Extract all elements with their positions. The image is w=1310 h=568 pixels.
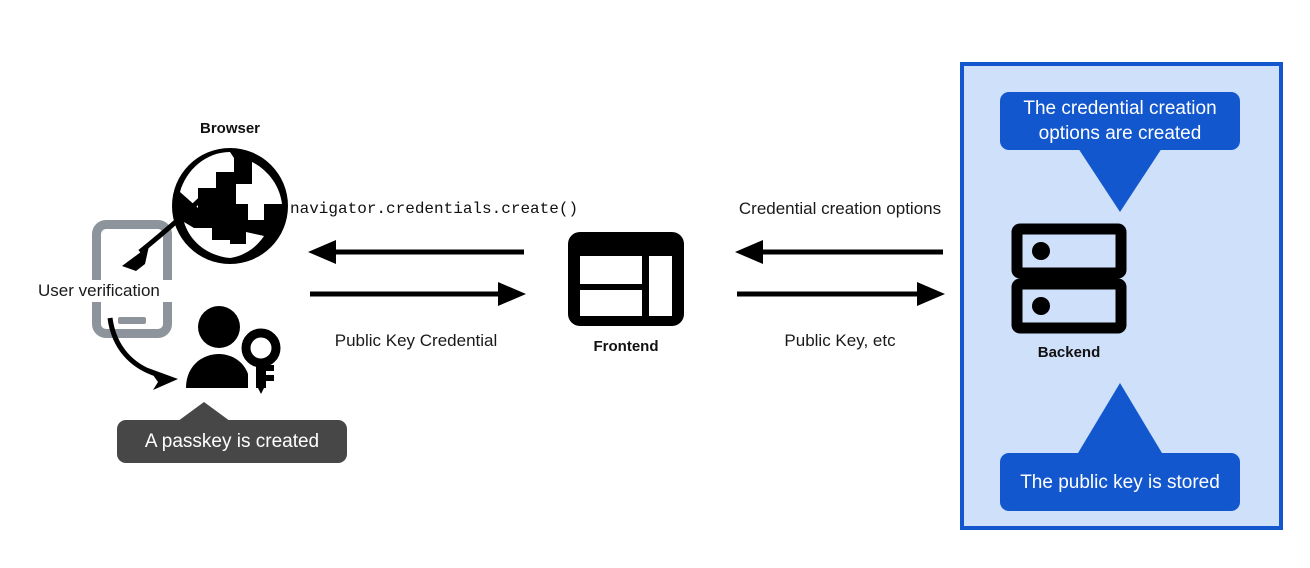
browser-frontend-bottom-label: Public Key Credential — [334, 331, 498, 350]
browser-frontend-bottom-arrow — [310, 282, 526, 306]
frontend-backend-top-label: Credential creation options — [738, 199, 942, 218]
backend-label: Backend — [1037, 344, 1101, 361]
browser-frontend-top-label: navigator.credentials.create() — [290, 200, 579, 218]
browser-frontend-top-arrow — [308, 240, 524, 264]
backend-top-callout-pointer — [1078, 148, 1162, 212]
passkey-callout: A passkey is created — [117, 420, 347, 463]
frontend-backend-top-arrow — [735, 240, 943, 264]
passkey-callout-pointer — [174, 402, 234, 424]
mobile-phone-icon — [92, 220, 172, 338]
backend-top-callout-text: The credential creation options are crea… — [1023, 98, 1217, 144]
backend-top-callout: The credential creation options are crea… — [1000, 92, 1240, 150]
user-verification-label: User verification — [36, 280, 190, 302]
backend-bottom-callout-text: The public key is stored — [1020, 471, 1220, 493]
globe-icon — [172, 148, 288, 264]
phone-to-user-arrow — [107, 317, 178, 390]
person-with-key-icon — [186, 306, 281, 394]
frontend-backend-bottom-label: Public Key, etc — [784, 331, 896, 350]
passkey-callout-text: A passkey is created — [144, 431, 320, 452]
backend-bottom-callout: The public key is stored — [1000, 453, 1240, 511]
frontend-backend-bottom-arrow — [737, 282, 945, 306]
browser-label: Browser — [199, 120, 261, 137]
server-stack-icon — [1011, 223, 1127, 334]
phone-home-button — [118, 317, 146, 324]
frontend-label: Frontend — [593, 338, 659, 355]
backend-bottom-callout-pointer — [1078, 383, 1162, 453]
globe-to-phone-arrow — [122, 188, 212, 271]
browser-window-icon — [568, 232, 684, 326]
